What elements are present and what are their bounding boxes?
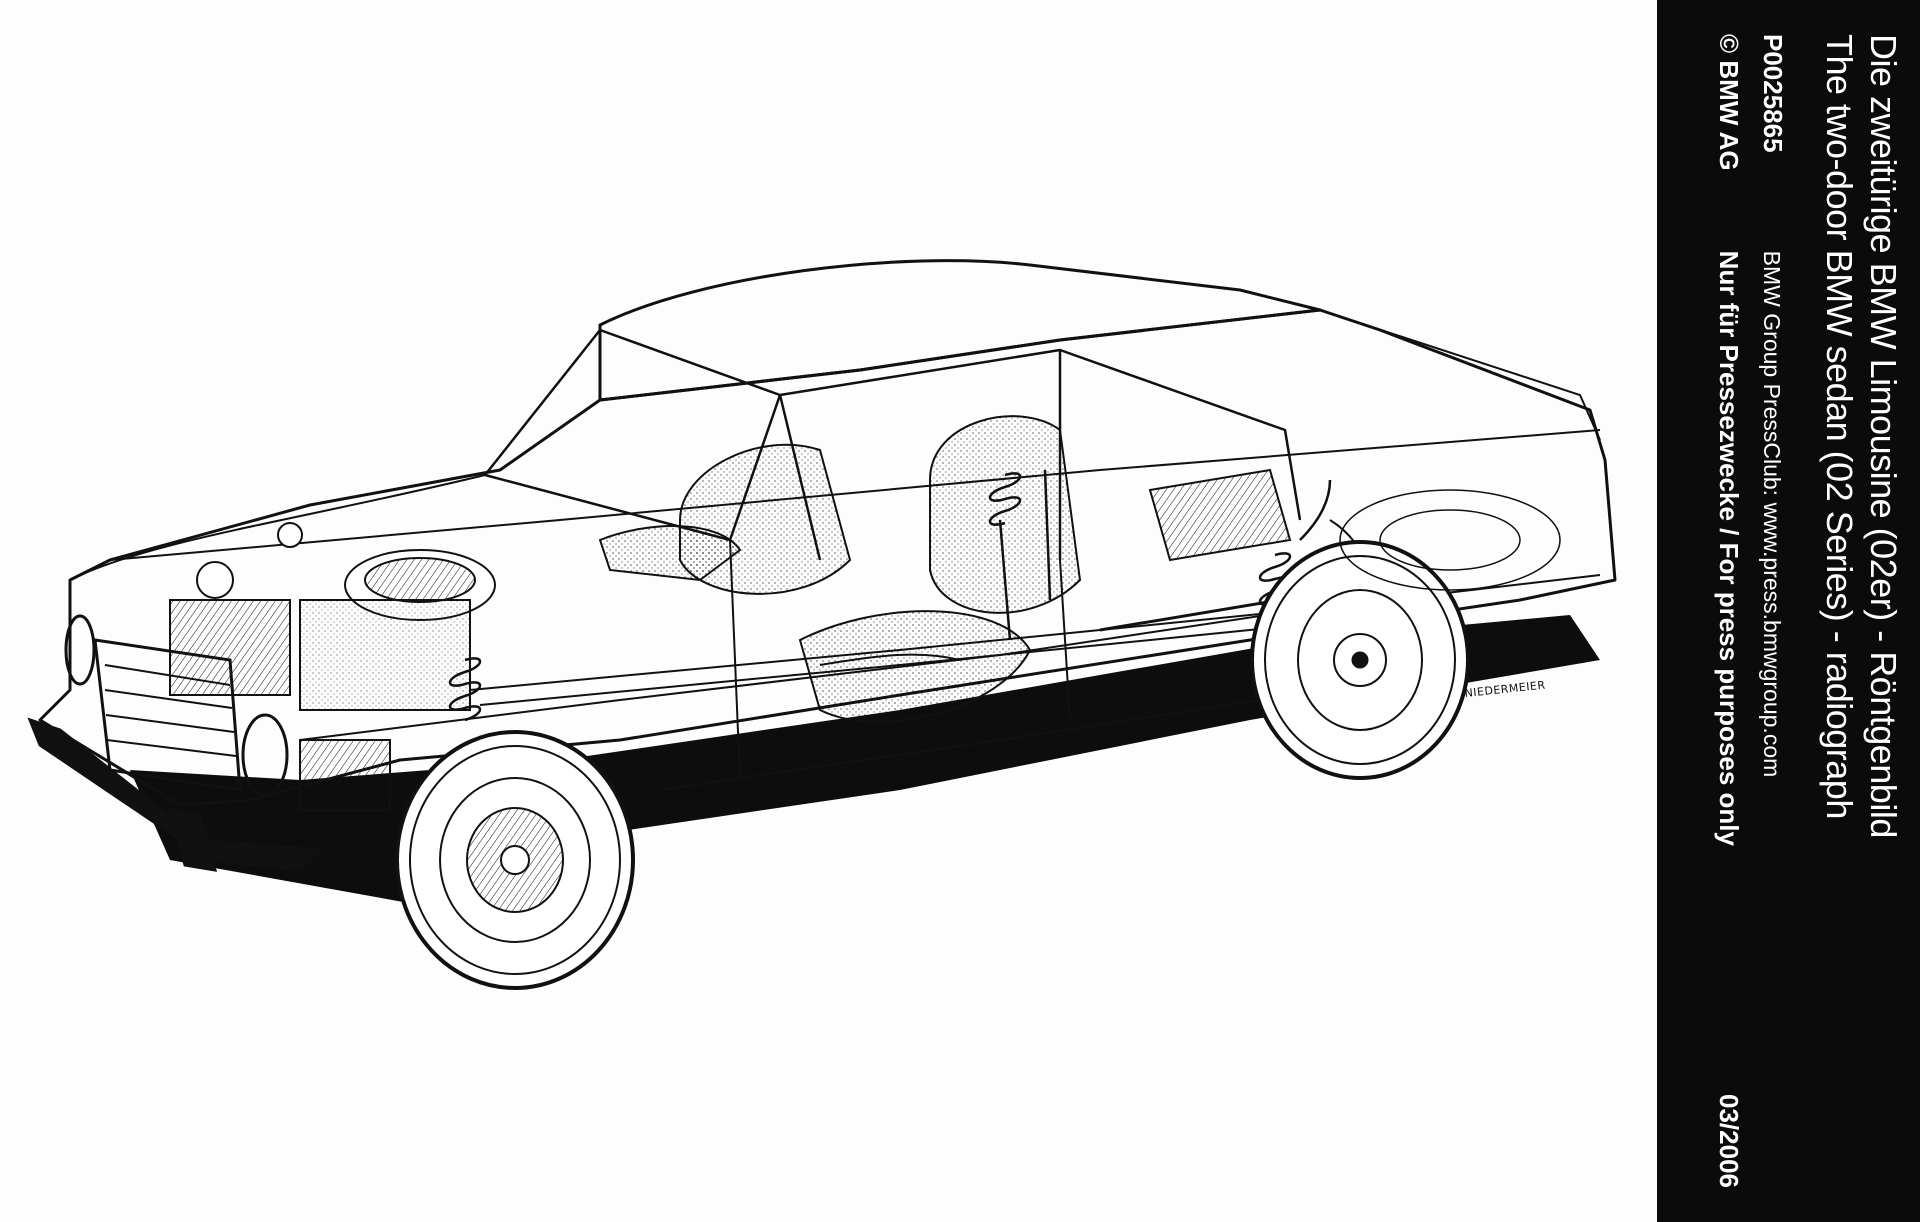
seats <box>598 415 1292 723</box>
engine-assembly <box>169 522 496 811</box>
caption-title-german: Die zweitürige BMW Limousine (02er) - Rö… <box>1863 34 1904 838</box>
front-wheel <box>395 730 635 990</box>
caption-row-copyright: © BMW AG Nur für Pressezwecke / For pres… <box>1713 34 1744 1188</box>
car-cutaway-illustration: NIEDERMEIER <box>27 259 1617 990</box>
photo-id: P0025865 <box>1758 34 1788 153</box>
press-club-link: BMW Group PressClub: www.press.bmwgroup.… <box>1759 250 1785 778</box>
rear-wheel <box>1250 540 1470 780</box>
usage-notice: Nur für Pressezwecke / For press purpose… <box>1714 250 1744 846</box>
artist-signature: NIEDERMEIER <box>1464 679 1546 700</box>
caption-text-block: Die zweitürige BMW Limousine (02er) - Rö… <box>1657 0 1920 1222</box>
release-date: 03/2006 <box>1714 1094 1744 1188</box>
caption-row-id: P0025865 BMW Group PressClub: www.press.… <box>1757 34 1788 1188</box>
drivetrain <box>469 469 1371 706</box>
copyright-notice: © BMW AG <box>1714 34 1744 171</box>
caption-band: Die zweitürige BMW Limousine (02er) - Rö… <box>1657 0 1920 1222</box>
trunk <box>1319 309 1601 591</box>
caption-title-english: The two-door BMW sedan (02 Series) - rad… <box>1819 34 1860 819</box>
suspension-springs <box>448 472 1292 722</box>
